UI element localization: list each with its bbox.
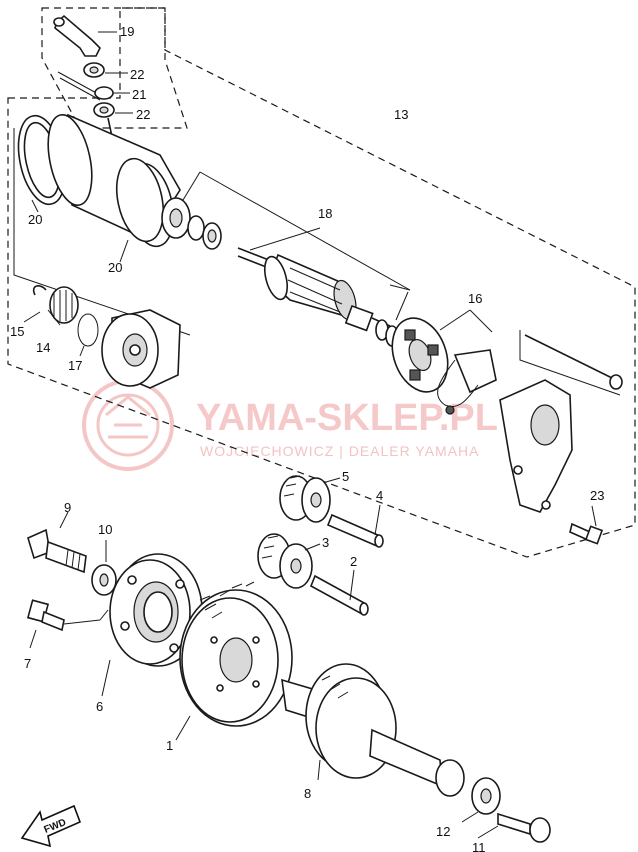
callout-10: 10 bbox=[98, 522, 112, 537]
callout-16: 16 bbox=[468, 291, 482, 306]
callout-22: 22 bbox=[130, 67, 144, 82]
callout-20: 20 bbox=[28, 212, 42, 227]
watermark-brand: YAMA-SKLEP.PL bbox=[196, 397, 498, 439]
group-19-22-boundary bbox=[41, 7, 188, 129]
part-1-wheel-gear bbox=[175, 581, 293, 741]
part-4-shaft bbox=[326, 504, 384, 548]
callout-3: 3 bbox=[322, 535, 329, 550]
callout-9: 9 bbox=[64, 500, 71, 515]
watermark: YAMA-SKLEP.PL WOJCIECHOWICZ | DEALER YAM… bbox=[82, 379, 498, 471]
callout-19: 19 bbox=[120, 24, 134, 39]
callout-23: 23 bbox=[590, 488, 604, 503]
callout-21: 21 bbox=[132, 87, 146, 102]
callout-1: 1 bbox=[166, 738, 173, 753]
leader-12 bbox=[461, 811, 479, 823]
part-2-shaft bbox=[309, 569, 369, 616]
watermark-subtitle: WOJCIECHOWICZ | DEALER YAMAHA bbox=[200, 443, 479, 459]
callout-13: 13 bbox=[394, 107, 408, 122]
part-rear-cover bbox=[499, 334, 623, 513]
callout-22: 22 bbox=[136, 107, 150, 122]
callout-11: 11 bbox=[472, 840, 486, 852]
callout-7: 7 bbox=[24, 656, 31, 671]
part-8-drive-gear bbox=[281, 663, 501, 815]
callout-6: 6 bbox=[96, 699, 103, 714]
callout-4: 4 bbox=[376, 488, 383, 503]
callout-15: 15 bbox=[10, 324, 24, 339]
callout-17: 17 bbox=[68, 358, 82, 373]
callout-12: 12 bbox=[436, 824, 450, 839]
callout-labels: 19 22 21 22 13 20 20 18 16 15 14 17 5 4 … bbox=[10, 24, 604, 852]
callout-2: 2 bbox=[350, 554, 357, 569]
part-6-clutch bbox=[101, 553, 203, 697]
part-10-washer bbox=[91, 540, 117, 596]
starter-yoke bbox=[17, 113, 222, 263]
watermark-logo-icon bbox=[82, 379, 174, 471]
front-cover-group bbox=[23, 285, 181, 389]
part-9-bolt bbox=[27, 511, 87, 574]
callout-14: 14 bbox=[36, 340, 50, 355]
part-11-bolt bbox=[477, 812, 551, 843]
part-21-22-hardware bbox=[57, 62, 133, 158]
bracket-23 bbox=[519, 330, 621, 396]
forward-arrow-icon: FWD bbox=[20, 804, 82, 848]
part-3-gear bbox=[257, 533, 321, 589]
part-23-bolt bbox=[569, 505, 604, 545]
callout-8: 8 bbox=[304, 786, 311, 801]
part-7-bolt bbox=[26, 599, 109, 649]
part-18-armature bbox=[237, 227, 411, 332]
group-13-boundary bbox=[7, 7, 636, 558]
callout-20: 20 bbox=[108, 260, 122, 275]
callout-5: 5 bbox=[342, 469, 349, 484]
part-5-gear bbox=[279, 475, 341, 523]
part-19-cap bbox=[53, 14, 117, 57]
callout-18: 18 bbox=[318, 206, 332, 221]
bracket-brushes bbox=[179, 171, 411, 291]
part-16-brush-holder bbox=[391, 309, 497, 415]
